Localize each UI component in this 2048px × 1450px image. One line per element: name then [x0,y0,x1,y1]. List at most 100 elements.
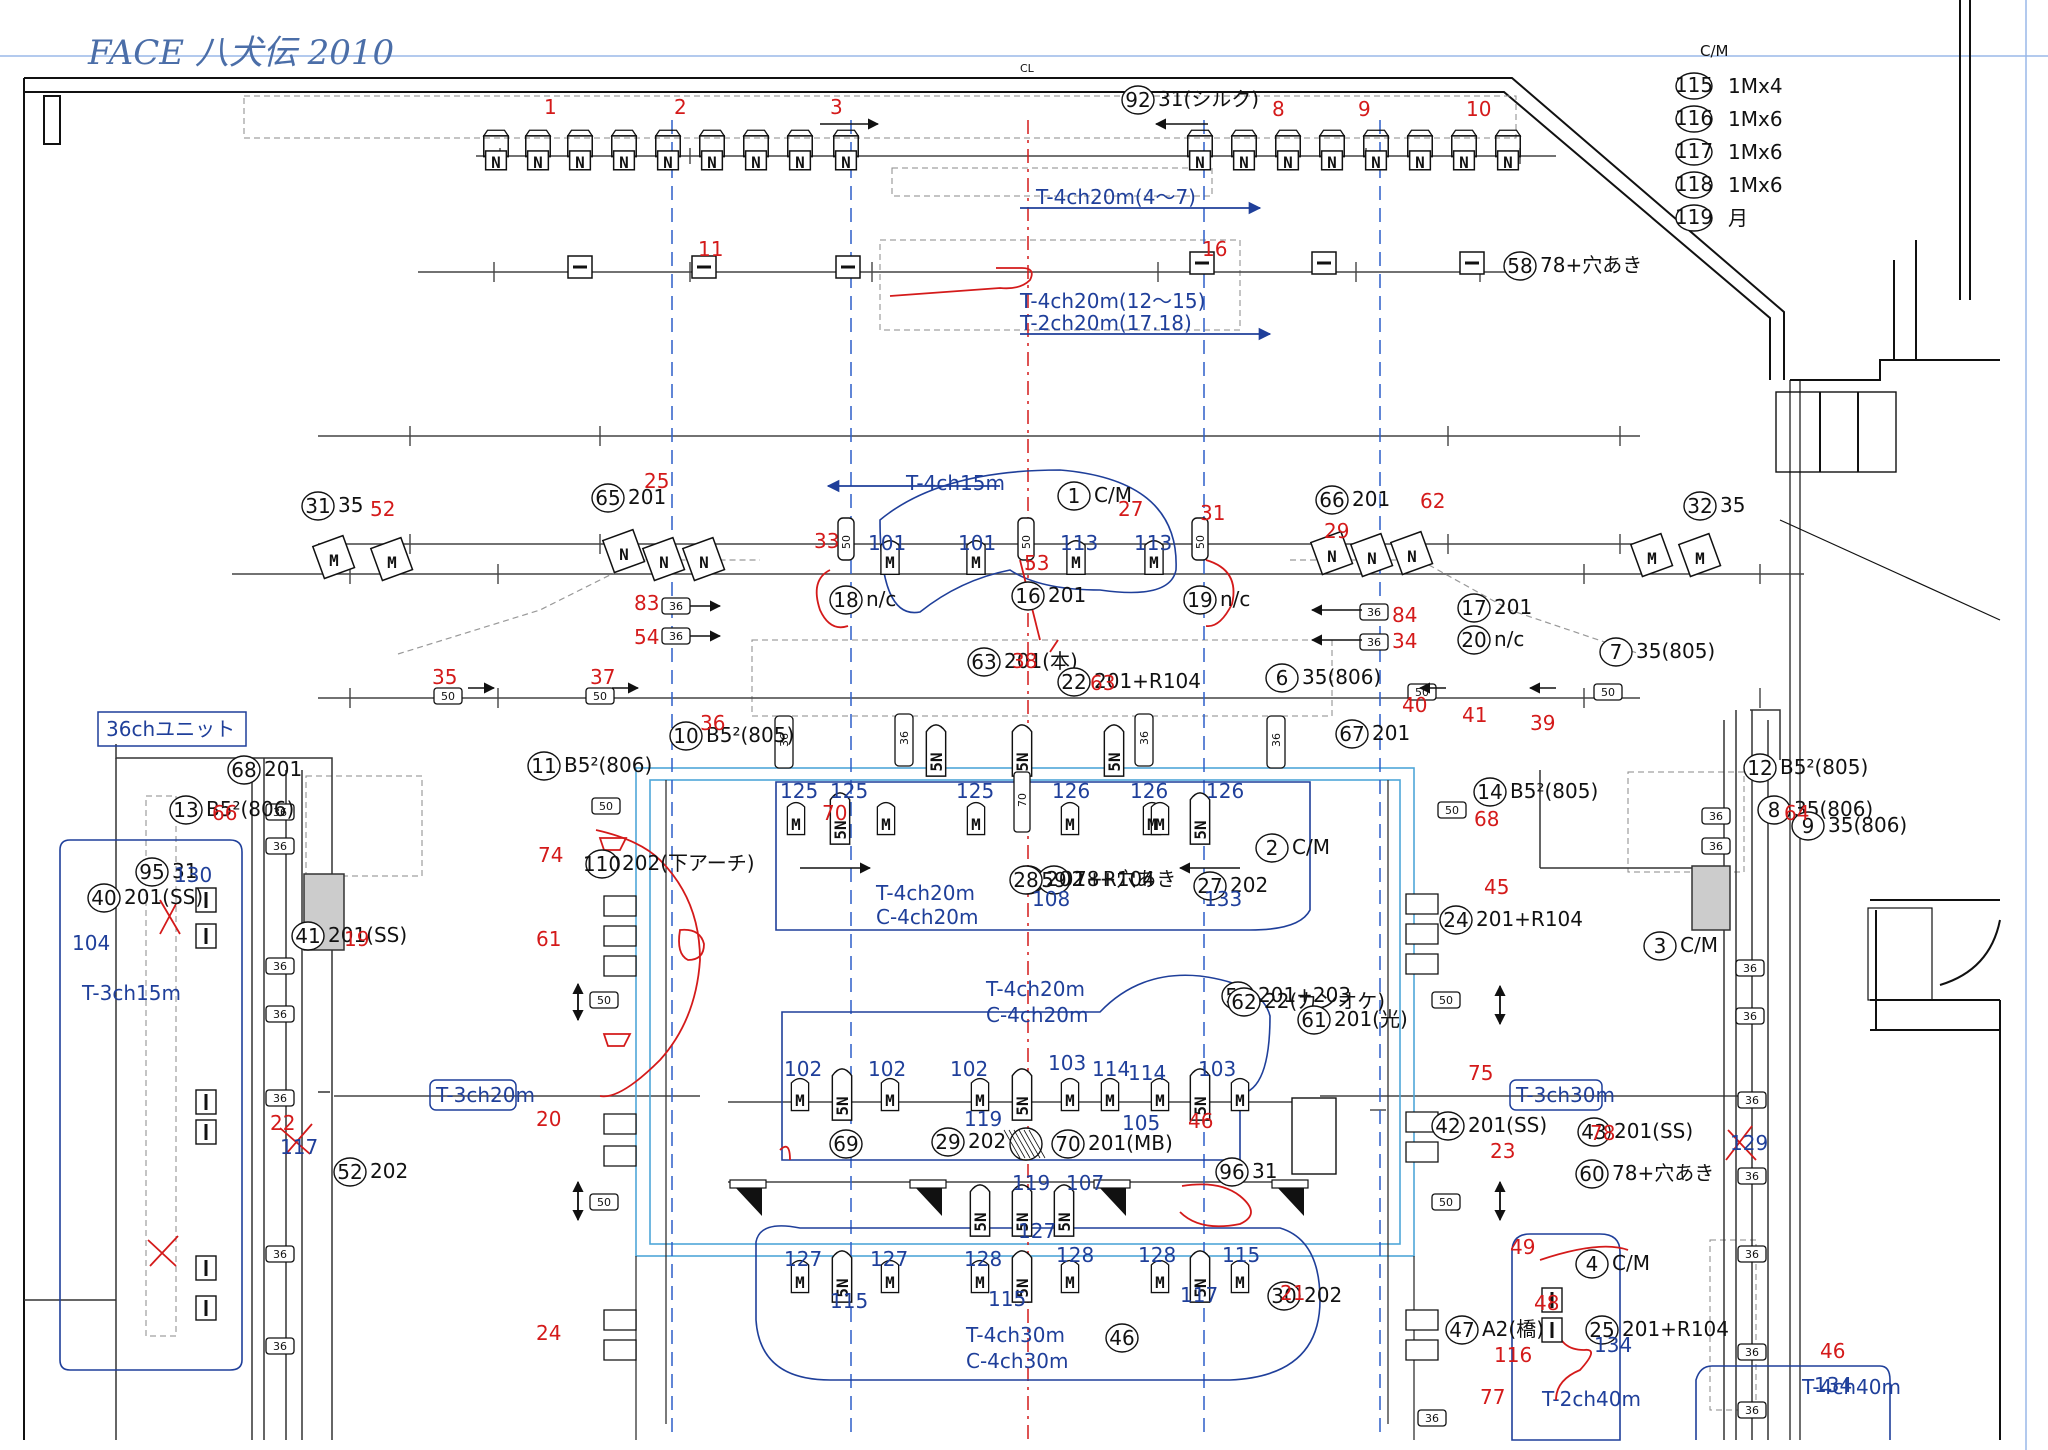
channel-red: 116 [1494,1343,1532,1367]
circuit-id: 68 [231,758,256,782]
channel-red: 2 [674,95,687,119]
fixture-horizontal [1359,603,1389,621]
fixture-36-up-label: 36 [1270,733,1283,747]
channel-blue: 104 [72,931,110,955]
fixture-horizontal-label: 36 [1745,1170,1759,1183]
circuit-note: 35 [1720,493,1745,517]
circuit-note: B5²(805) [1510,779,1598,803]
floor-unit-top [1271,1179,1309,1189]
fixture-m-small-label: M [795,1091,805,1110]
fixture-m-small-label: M [1065,815,1075,834]
legend-value: 1Mx6 [1728,107,1783,131]
channel-blue: 119 [1012,1171,1050,1195]
fixture-n-label: N [841,153,851,172]
circuit-id: 14 [1477,780,1502,804]
circuit-id: 31 [305,494,330,518]
fixture-5n-label: 5N [1055,1212,1074,1231]
circuit-circle [1577,1117,1611,1147]
legend-circle [1675,204,1713,232]
circuit-note: 78+穴あき [1612,1161,1714,1185]
fixture-horizontal [1431,991,1461,1009]
fixture-horizontal-label: 36 [669,600,683,613]
fixture-horizontal-label: 36 [669,630,683,643]
circuit-note: 201 [1352,487,1390,511]
channel-red: 19 [344,927,369,951]
fixture-horizontal-label: 50 [1439,994,1453,1007]
circuit-circle [169,795,203,825]
circuit-id: 10 [673,724,698,748]
circuit-circle [1575,1159,1609,1189]
circuit-circle [1791,811,1825,841]
circuit-circle [1743,753,1777,783]
channel-blue: 103 [1048,1051,1086,1075]
channel-red: 46 [1820,1339,1845,1363]
channel-blue: 102 [868,1057,906,1081]
unit-36ch: 36chユニット [106,717,235,741]
circuit-id: 2 [1266,836,1279,860]
fixture-horizontal [1593,683,1623,701]
red-handwritten-marks [147,267,1757,1401]
cable-c4ch20m-a: C-4ch20m [876,905,979,929]
fixture-m-small-label: M [885,1091,895,1110]
cable-t4ch30m: T-4ch30m [965,1323,1065,1347]
fixture-m-small-label: M [1235,1273,1245,1292]
circuit-id: 29 [935,1130,960,1154]
circuit-id: 70 [1055,1132,1080,1156]
fixture-n-label: N [1283,153,1293,172]
channel-blue: 134 [1594,1333,1632,1357]
circuit-circle [1457,593,1491,623]
channel-blue: 117 [1180,1283,1218,1307]
channel-blue: 129 [1730,1131,1768,1155]
venue-walls [23,0,2001,1440]
channel-red: 39 [1530,711,1555,735]
channel-blue: 128 [1056,1243,1094,1267]
channel-blue: 113 [1060,531,1098,555]
floor-unit [1276,1186,1304,1216]
fixture-angled-label: M [1695,549,1705,568]
fixture-layer [195,129,1767,1427]
circuit-id: 27 [1197,874,1222,898]
circuit-id: 25 [1589,1318,1614,1342]
fixture-n-label: N [795,153,805,172]
circuit-circle [1193,871,1227,901]
fixture-n-label: N [1239,153,1249,172]
circuit-id: 96 [1219,1160,1244,1184]
circuit-circle [1255,833,1289,863]
fixture-m-label: M [1149,553,1159,572]
cable-box-t3ch20m [429,1079,517,1111]
fixture-horizontal [1737,1343,1767,1361]
fixture-36-up [1266,715,1286,769]
circuit-circle [1121,85,1155,115]
fixture-horizontal-label: 36 [273,1092,287,1105]
channel-red: 37 [590,665,615,689]
channel-red: 29 [1324,519,1349,543]
fixture-70 [1013,771,1031,833]
fixture-m-small-label: M [795,1273,805,1292]
fixture-horizontal [265,1005,295,1023]
legend-title: C/M [1700,42,1728,60]
floor-unit-top [909,1179,947,1189]
fixture-side [603,1309,637,1331]
circuit-id: 65 [595,486,620,510]
gobo-hatch [1008,1129,1026,1159]
circuit-circle [1227,987,1261,1017]
channel-red: 35 [432,665,457,689]
circuit-id: 8 [1768,798,1781,822]
channel-red: 70 [822,801,847,825]
channel-blue: 126 [1130,779,1168,803]
circuit-note: n/c [866,587,896,611]
circuit-note: 201+R104 [1094,669,1201,693]
circuit-id: 32 [1687,494,1712,518]
fixture-horizontal [1735,1007,1765,1025]
fixture-horizontal-label: 36 [1743,962,1757,975]
fixture-horizontal [1737,1401,1767,1419]
fixture-5n-label: 5N [833,1096,852,1115]
small-arrows [468,118,1556,1222]
fixture-m-angled [641,536,686,582]
circuit-note: B5²(806) [206,797,294,821]
fixture-m-small-label: M [1105,1091,1115,1110]
circuit-id: 18 [833,588,858,612]
circuit-id: 63 [971,650,996,674]
circuit-note: 201(本) [1004,649,1078,673]
